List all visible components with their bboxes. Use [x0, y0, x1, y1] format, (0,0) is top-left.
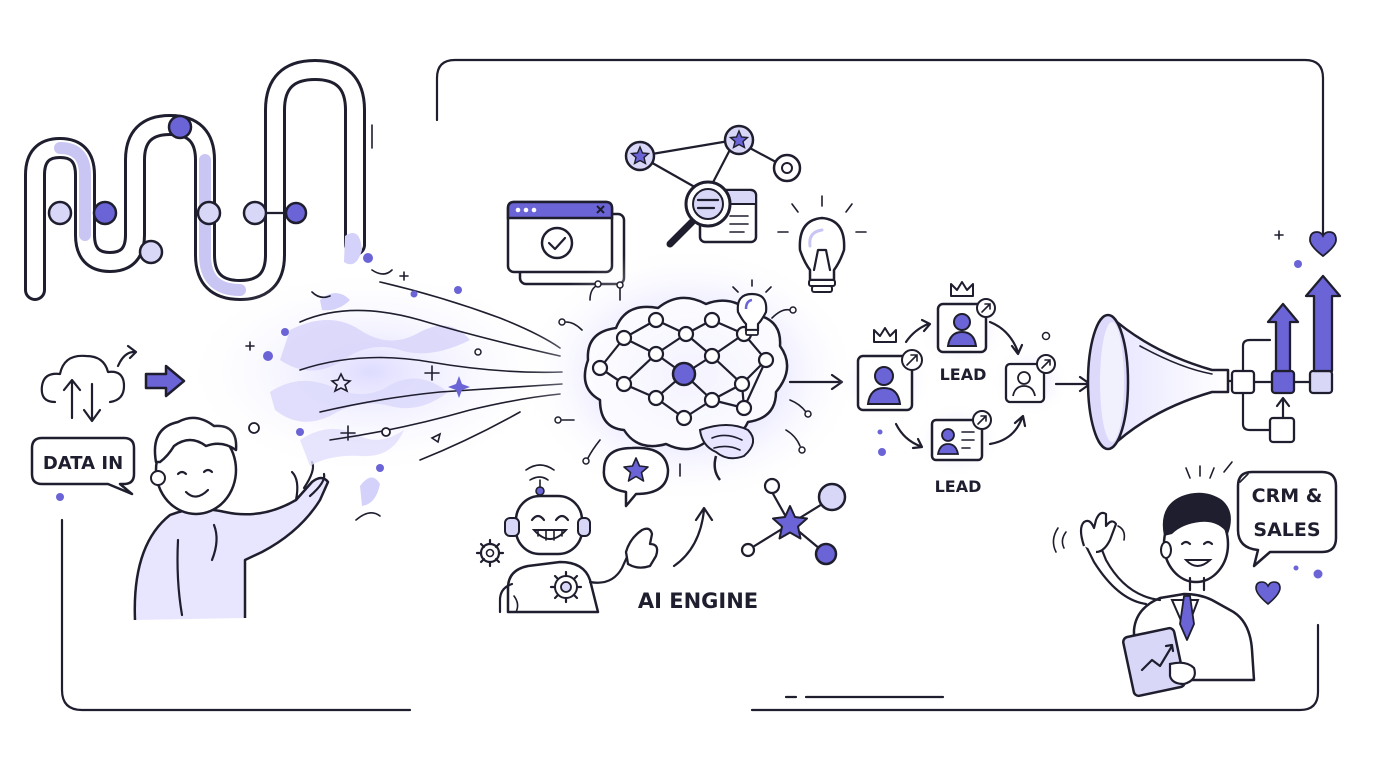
- cloud-sync-icon: [40, 344, 138, 423]
- person-left-icon: [133, 416, 330, 621]
- chat-star-icon: [602, 446, 670, 508]
- ai-engine-label: AI ENGINE: [638, 589, 758, 613]
- heart-icon: [1255, 581, 1281, 606]
- lead-bottom-label: LEAD: [935, 477, 982, 496]
- star-network-icon: [740, 477, 847, 566]
- brain-network-icon: [520, 245, 860, 505]
- lightbulb-small-icon: [732, 279, 772, 336]
- network-search-icon: [624, 124, 802, 248]
- lead-card-icon: [856, 327, 923, 412]
- curved-arrow-icon: [672, 506, 714, 568]
- lead-card-icon: [930, 410, 992, 462]
- frame-lines: [60, 58, 1325, 712]
- heart-icon: [1309, 231, 1337, 258]
- lead-card-icon: [936, 281, 996, 354]
- robot-icon: [498, 464, 659, 614]
- tablet-chart-icon: [1122, 626, 1196, 698]
- arrow-right-icon: [144, 364, 186, 398]
- funnel-icon: [1086, 313, 1230, 451]
- chart-arrows-icon: [1226, 230, 1342, 444]
- crm-line2-label: SALES: [1253, 519, 1320, 541]
- lightbulb-icon: [777, 195, 867, 293]
- pipeline-icon: [24, 59, 373, 301]
- lead-cards-group: LEAD LEAD: [837, 281, 1092, 496]
- data-in-bubble: DATA IN: [30, 436, 136, 496]
- crm-line1-label: CRM &: [1252, 485, 1323, 507]
- gear-icon: [475, 538, 505, 568]
- lead-card-icon: [1004, 354, 1056, 404]
- lead-top-label: LEAD: [940, 365, 987, 384]
- data-stream-icon: [180, 233, 563, 521]
- data-in-label: DATA IN: [43, 453, 123, 474]
- crm-sales-bubble: CRM & SALES: [1236, 470, 1338, 568]
